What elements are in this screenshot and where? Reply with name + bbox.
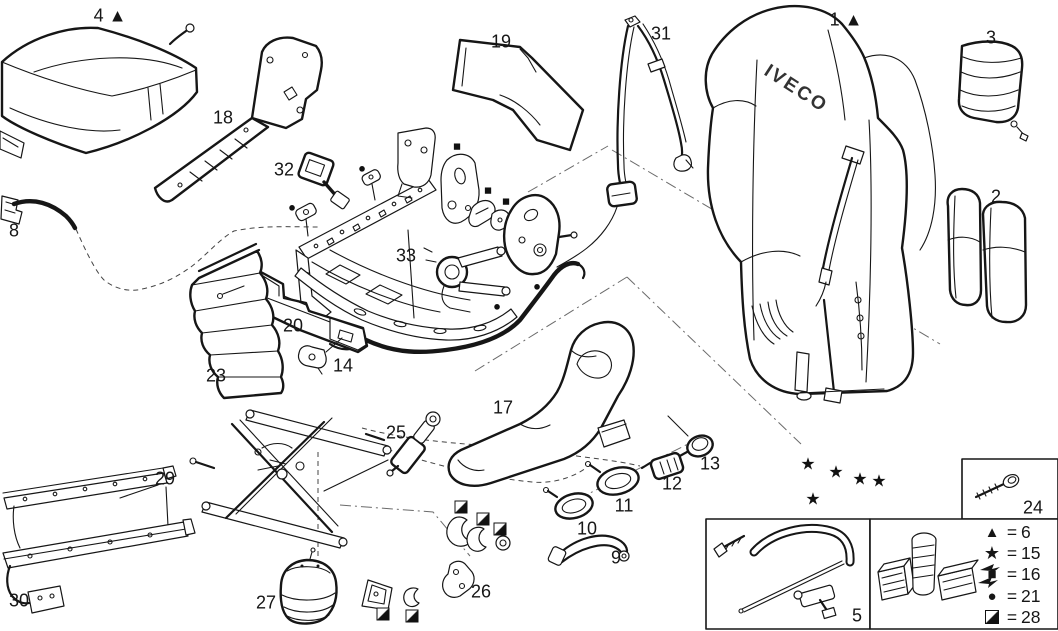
part-26-bracket-cluster-drawing: [361, 516, 511, 611]
square-symbol-marker: ■: [502, 193, 510, 209]
legend-equals: =: [1006, 606, 1018, 627]
part-label-1: 1 ▲: [829, 9, 863, 30]
part-18-side-trim-drawing: [153, 36, 323, 203]
part-25-damper-drawing: [323, 411, 441, 492]
legend-value: 21: [1021, 585, 1041, 606]
part-label-31: 31: [650, 23, 672, 44]
part-label-18: 18: [212, 107, 234, 128]
part-label-11: 11: [614, 495, 634, 516]
part-label-24: 24: [1022, 497, 1044, 518]
square-symbol-marker: ■: [484, 182, 492, 198]
legend-equals: =: [1006, 585, 1018, 606]
part-1-seat-backrest-drawing: IVECO: [704, 5, 936, 404]
part-23-bellows-drawing: [189, 242, 285, 400]
legend-row-dot: ● =21: [981, 585, 1045, 606]
part-label-27: 27: [255, 592, 277, 613]
dot-symbol-marker: ●: [533, 278, 541, 294]
part-label-33: 33: [395, 245, 417, 266]
legend-value: 28: [1021, 606, 1041, 627]
dot-symbol-marker: ●: [493, 298, 501, 314]
part-17-side-shield-drawing: [447, 320, 635, 487]
star-icon: ★: [983, 543, 1001, 564]
legend-row-star: ★=15: [981, 543, 1045, 564]
part-33-motor-drawing: [423, 246, 511, 313]
part-10-handle-drawing: [542, 486, 594, 520]
part-label-29: 29: [154, 468, 176, 489]
legend-equals: =: [1006, 564, 1018, 585]
part-label-9: 9: [610, 547, 622, 568]
square-icon: ■: [987, 566, 997, 584]
triangle-icon: ▲: [984, 524, 1000, 542]
legend-row-triangle: ▲ =6: [981, 522, 1045, 543]
star-symbol-marker: ★: [805, 489, 821, 509]
legend-equals: =: [1006, 543, 1018, 564]
half-symbol-marker: [376, 607, 390, 621]
dot-icon: ●: [987, 587, 997, 605]
symbol-legend: ▲=6★=15■=16●=21=28: [981, 522, 1045, 627]
half-icon: [985, 610, 999, 625]
part-label-26: 26: [470, 581, 492, 602]
part-19-cover-panel-drawing: [451, 38, 585, 152]
part-label-10: 10: [576, 518, 598, 539]
legend-value: 16: [1021, 564, 1041, 585]
part-11-handle-drawing: [584, 460, 640, 496]
part-label-4: 4 ▲: [93, 5, 127, 26]
part-14-bracket-drawing: [297, 337, 343, 375]
part-label-23: 23: [205, 365, 227, 386]
legend-value: 15: [1021, 543, 1041, 564]
legend-row-half: =28: [981, 606, 1045, 627]
part-label-25: 25: [385, 422, 407, 443]
part-13-knob-drawing: [667, 415, 714, 461]
dot-symbol-marker: ●: [358, 160, 366, 176]
part-label-8: 8: [8, 220, 20, 241]
star-symbol-marker: ★: [828, 462, 844, 482]
symbol-legend-box: [869, 518, 1058, 630]
inset-box-5: [705, 518, 871, 630]
part-label-3: 3: [985, 27, 997, 48]
inset-box-24: [961, 458, 1058, 520]
part-12-switch-drawing: [640, 451, 685, 481]
part-label-14: 14: [332, 355, 354, 376]
part-30-rail-drawing: [2, 518, 196, 614]
part-3-pocket-panel-drawing: [957, 40, 1029, 142]
part-label-2: 2: [990, 186, 1002, 207]
dot-symbol-marker: ●: [288, 199, 296, 215]
legend-row-square: ■ =16: [981, 564, 1045, 585]
star-symbol-marker: ★: [871, 471, 887, 491]
half-symbol-marker: [454, 500, 468, 514]
half-symbol-marker: [405, 609, 419, 623]
part-label-5: 5: [851, 605, 863, 626]
scissor-lift-drawing: [189, 409, 392, 549]
part-label-19: 19: [490, 31, 512, 52]
star-symbol-marker: ★: [852, 469, 868, 489]
half-symbol-marker: [476, 512, 490, 526]
part-label-12: 12: [661, 473, 683, 494]
part-label-30: 30: [8, 590, 30, 611]
part-9-hose-drawing: [547, 534, 630, 566]
part-label-32: 32: [273, 159, 295, 180]
half-symbol-marker: [493, 522, 507, 536]
seat-frame-assembly-drawing: [294, 127, 586, 355]
part-4-seat-cushion-drawing: [0, 23, 199, 159]
part-29-rails-drawing: [2, 465, 177, 549]
part-31-seat-belt-drawing: [556, 15, 694, 268]
legend-equals: =: [1006, 522, 1018, 543]
legend-value: 6: [1021, 522, 1031, 543]
part-8-cable-drawing: [0, 195, 319, 291]
part-label-20: 20: [282, 315, 304, 336]
part-2-back-panel-drawing: [946, 187, 1028, 324]
part-32-belt-buckle-drawing: [295, 151, 381, 237]
part-label-13: 13: [699, 453, 721, 474]
part-27-air-spring-drawing: [279, 547, 338, 625]
part-label-17: 17: [492, 397, 514, 418]
square-symbol-marker: ■: [453, 138, 461, 154]
star-symbol-marker: ★: [800, 454, 816, 474]
